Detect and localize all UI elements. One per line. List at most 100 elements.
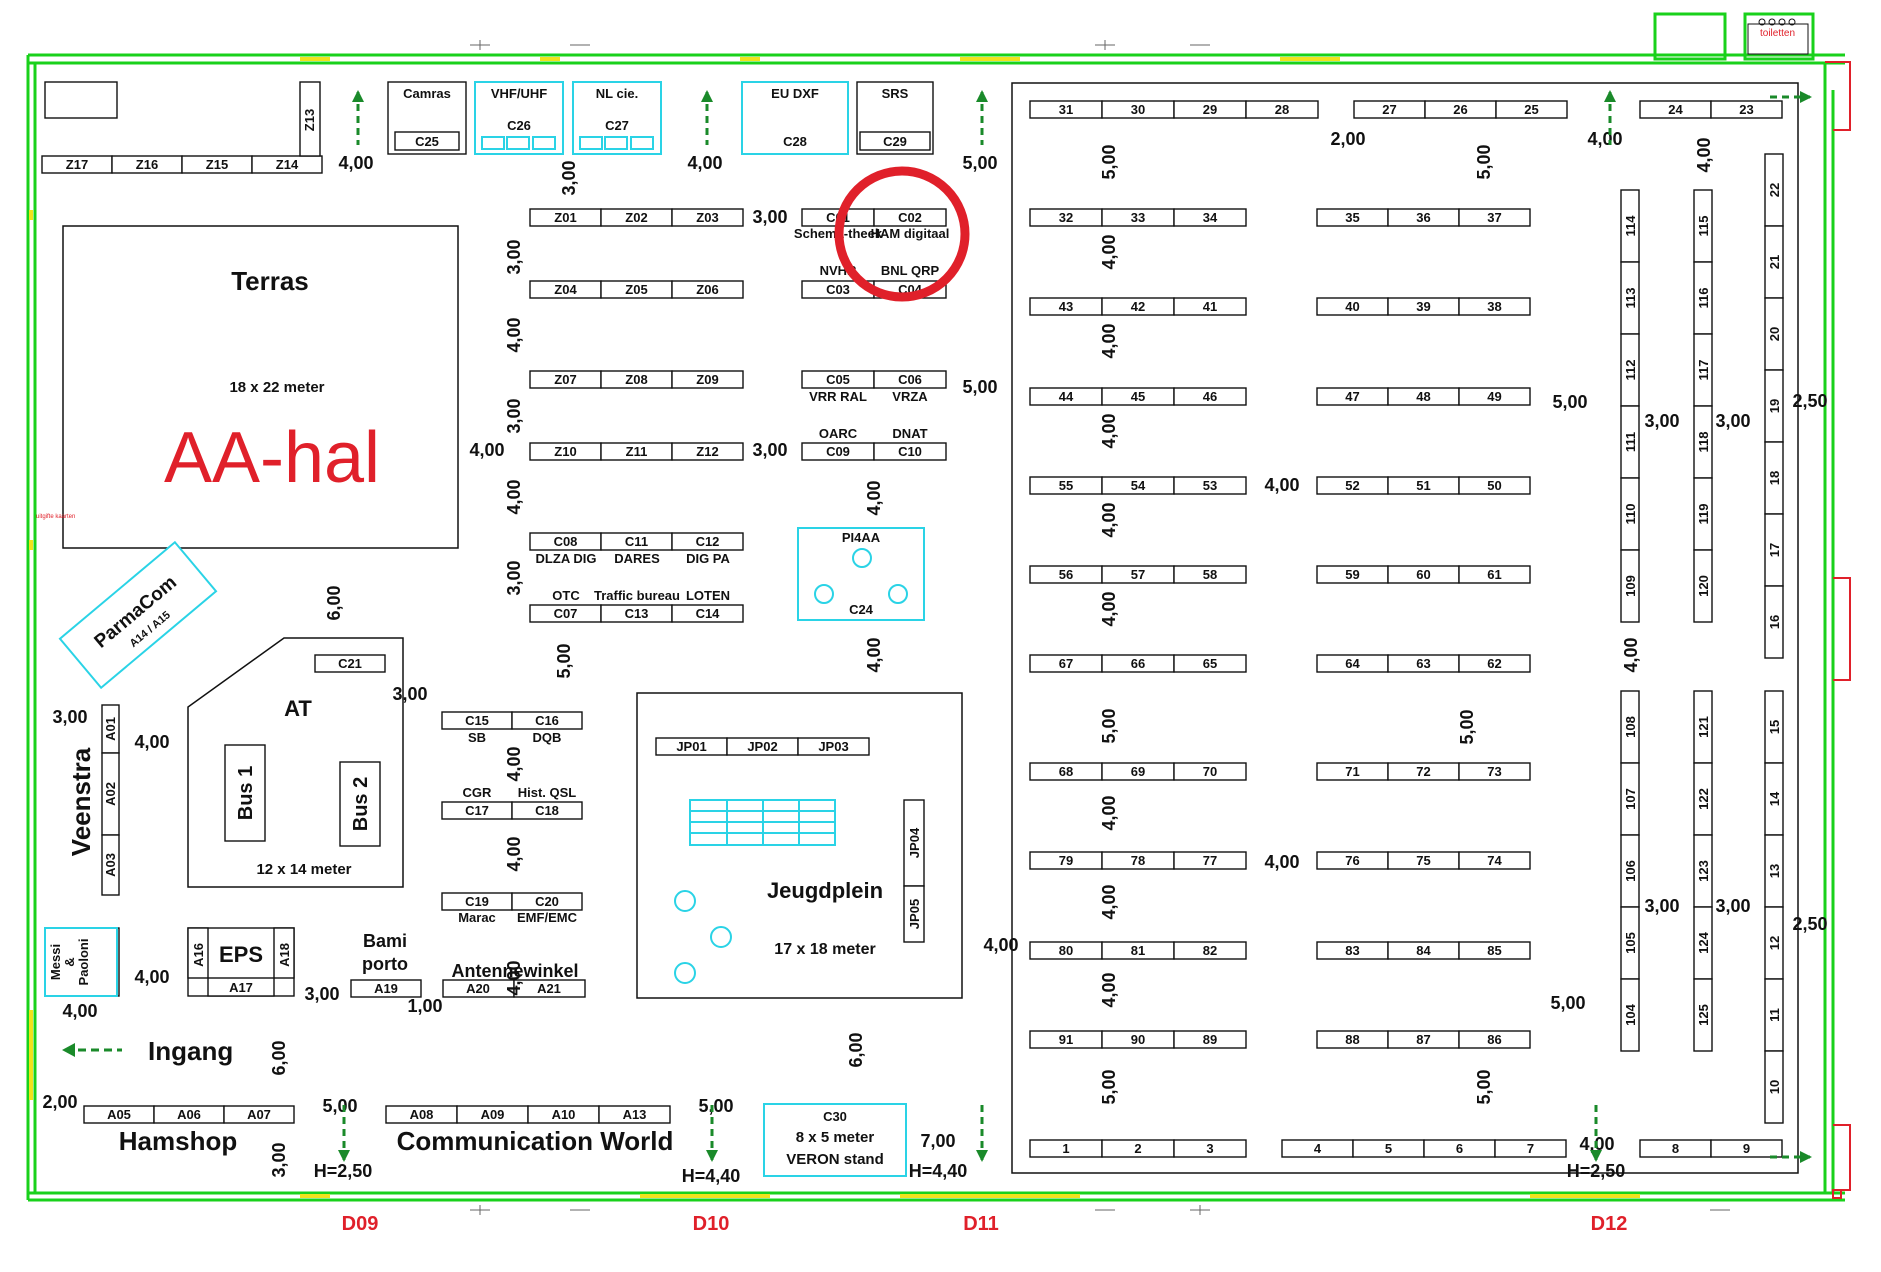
booth-srs[interactable]: SRS C29 [856, 81, 934, 155]
booth-z09[interactable] [671, 370, 744, 389]
booth-jp05[interactable] [903, 885, 925, 943]
booth-89[interactable] [1173, 1030, 1247, 1049]
booth-c18[interactable] [511, 801, 583, 820]
booth-label: 114 [1623, 215, 1638, 237]
booth-73[interactable] [1458, 762, 1531, 781]
booth-label: 111 [1623, 432, 1638, 452]
booth-38[interactable] [1458, 297, 1531, 316]
booth-eu-dxf[interactable]: EU DXF C28 [741, 81, 849, 155]
booth-28[interactable] [1245, 100, 1319, 119]
booth-74[interactable] [1458, 851, 1531, 870]
booth-3[interactable] [1173, 1139, 1247, 1158]
booth-jp03[interactable] [797, 737, 870, 756]
bus-1[interactable] [224, 744, 266, 842]
toilets-label: toiletten [1760, 28, 1795, 39]
vhf-label: VHF/UHF [491, 86, 547, 101]
c16-caption: DQB [533, 730, 562, 745]
booth-label: Z09 [696, 372, 718, 387]
booth-a03[interactable] [101, 834, 120, 896]
booth-61[interactable] [1458, 565, 1531, 584]
booth-58[interactable] [1173, 565, 1247, 584]
booth-c12[interactable] [671, 532, 744, 551]
booth-z03[interactable] [671, 208, 744, 227]
booth-a13[interactable] [598, 1105, 671, 1124]
booth-label: 67 [1059, 656, 1073, 671]
c06-caption: VRZA [892, 389, 928, 404]
booth-c10[interactable] [873, 442, 947, 461]
booth-37[interactable] [1458, 208, 1531, 227]
door-label: D11 [963, 1213, 999, 1235]
booth-label: 59 [1345, 567, 1359, 582]
dimension-label: H=2,50 [314, 1161, 373, 1181]
booth-10[interactable] [1764, 1050, 1784, 1124]
booth-label: 5 [1385, 1141, 1392, 1156]
booth-z13[interactable] [299, 81, 321, 157]
booth-camras[interactable]: Camras C25 [387, 81, 467, 155]
booth-vhf-uhf[interactable]: VHF/UHF C26 [474, 81, 564, 155]
booth-label: 49 [1487, 389, 1501, 404]
booth-pi4aa[interactable]: PI4AA C24 [797, 527, 925, 621]
booth-120[interactable] [1693, 549, 1713, 623]
booth-125[interactable] [1693, 978, 1713, 1052]
booth-9[interactable] [1710, 1139, 1783, 1158]
booth-c06[interactable] [873, 370, 947, 389]
c11-caption: DARES [614, 551, 660, 566]
bus-2[interactable] [339, 761, 381, 847]
booth-label: Z02 [625, 210, 647, 225]
booth-a21[interactable] [513, 979, 586, 998]
booth-z14[interactable] [251, 155, 323, 174]
a16-label: A16 [191, 943, 206, 967]
booth-label: 33 [1131, 210, 1145, 225]
booth-62[interactable] [1458, 654, 1531, 673]
booth-label: 78 [1131, 853, 1145, 868]
bus-2-label: Bus 2 [350, 777, 372, 831]
booth-25[interactable] [1495, 100, 1568, 119]
booth-65[interactable] [1173, 654, 1247, 673]
booth-z06[interactable] [671, 280, 744, 299]
booth-a19[interactable] [350, 979, 422, 998]
parmacom-stand[interactable]: ParmaCom A14 / A15 [58, 540, 218, 690]
booth-label: 24 [1668, 102, 1683, 117]
booth-104[interactable] [1620, 978, 1640, 1052]
booth-109[interactable] [1620, 549, 1640, 623]
booth-34[interactable] [1173, 208, 1247, 227]
booth-label: 3 [1206, 1141, 1213, 1156]
veron-stand[interactable]: C30 8 x 5 meter VERON stand [763, 1103, 907, 1177]
booth-41[interactable] [1173, 297, 1247, 316]
dimension-label: 3,00 [752, 440, 787, 460]
booth-7[interactable] [1494, 1139, 1567, 1158]
booth-nl-cie[interactable]: NL cie. C27 [572, 81, 662, 155]
messi-stand[interactable]: Messi & Paoloni [44, 927, 118, 997]
booth-c02[interactable] [873, 208, 947, 227]
eps-stand[interactable]: EPS A16 A18 A17 [187, 927, 295, 997]
a19-label: A19 [374, 981, 398, 996]
booth-50[interactable] [1458, 476, 1531, 495]
booth-c16[interactable] [511, 711, 583, 730]
booth-77[interactable] [1173, 851, 1247, 870]
booth-46[interactable] [1173, 387, 1247, 406]
booth-c20[interactable] [511, 892, 583, 911]
booth-c14[interactable] [671, 604, 744, 623]
booth-23[interactable] [1710, 100, 1783, 119]
booth-85[interactable] [1458, 941, 1531, 960]
c30-name: VERON stand [786, 1151, 884, 1168]
srs-label: SRS [882, 86, 909, 101]
booth-c21[interactable] [314, 654, 386, 673]
booth-z12[interactable] [671, 442, 744, 461]
booth-label: 118 [1696, 432, 1711, 453]
booth-label: 125 [1696, 1004, 1711, 1026]
booth-86[interactable] [1458, 1030, 1531, 1049]
booth-label: 35 [1345, 210, 1359, 225]
booth-70[interactable] [1173, 762, 1247, 781]
booth-label: Z04 [554, 282, 577, 297]
booth-53[interactable] [1173, 476, 1247, 495]
booth-label: A07 [247, 1107, 271, 1122]
booth-49[interactable] [1458, 387, 1531, 406]
dimension-label: H=2,50 [1567, 1161, 1626, 1181]
booth-label: 42 [1131, 299, 1145, 314]
booth-82[interactable] [1173, 941, 1247, 960]
booth-16[interactable] [1764, 585, 1784, 659]
booth-a07[interactable] [223, 1105, 295, 1124]
